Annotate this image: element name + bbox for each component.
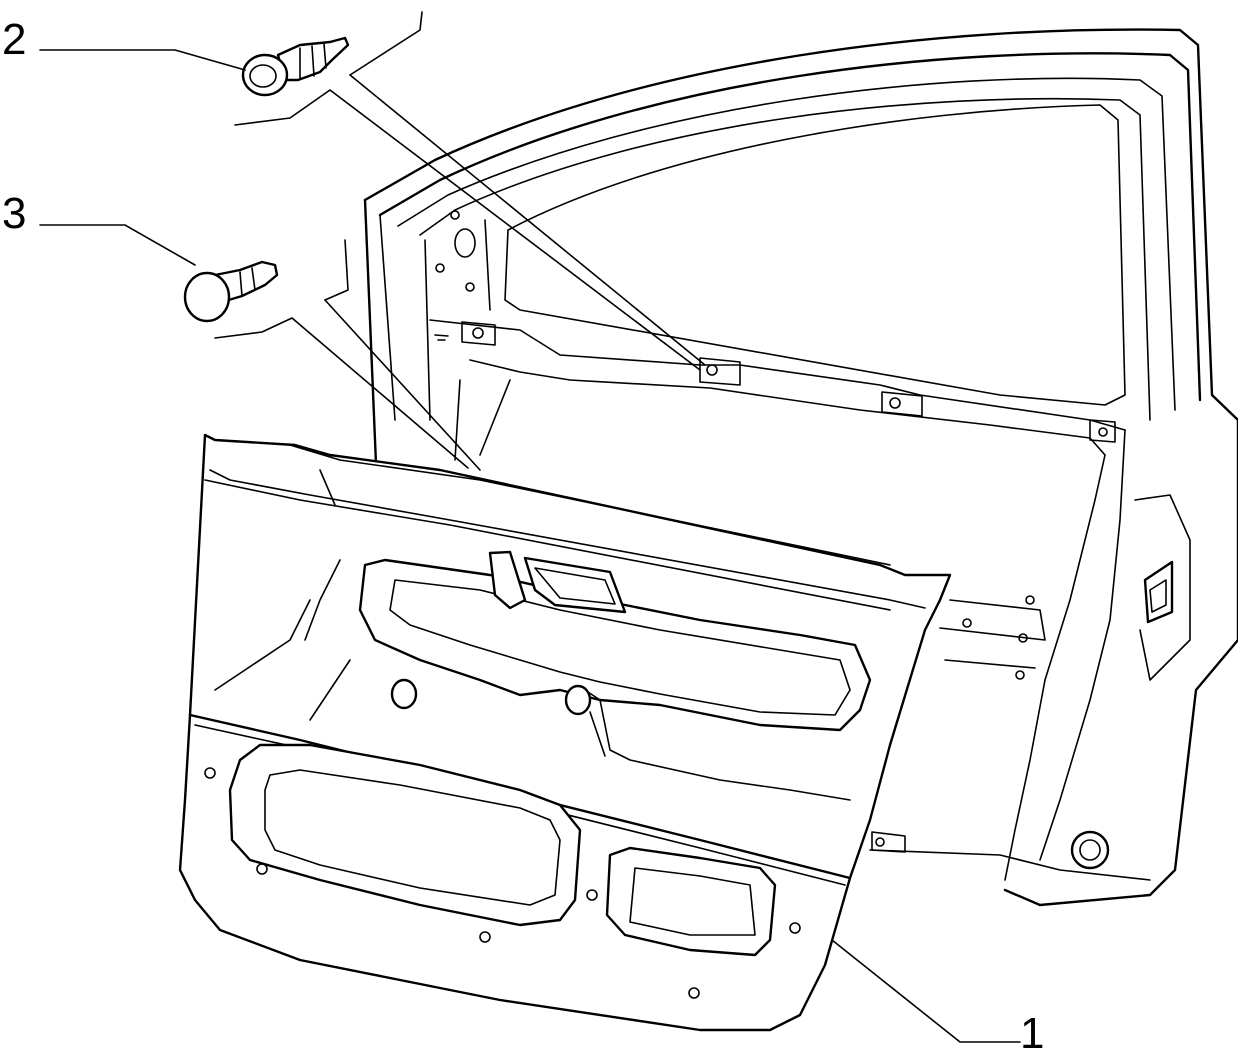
- callout-label-part-3: 3: [2, 189, 27, 238]
- leader-lines: [39, 11, 1021, 1043]
- door-frame: [363, 28, 1238, 907]
- callout-label-part-1: 1: [1020, 1009, 1045, 1058]
- door-trim-panel: [178, 433, 952, 1032]
- clip-part-3: [183, 260, 279, 323]
- clip-part-2: [241, 36, 350, 97]
- callout-label-part-2: 2: [2, 15, 27, 64]
